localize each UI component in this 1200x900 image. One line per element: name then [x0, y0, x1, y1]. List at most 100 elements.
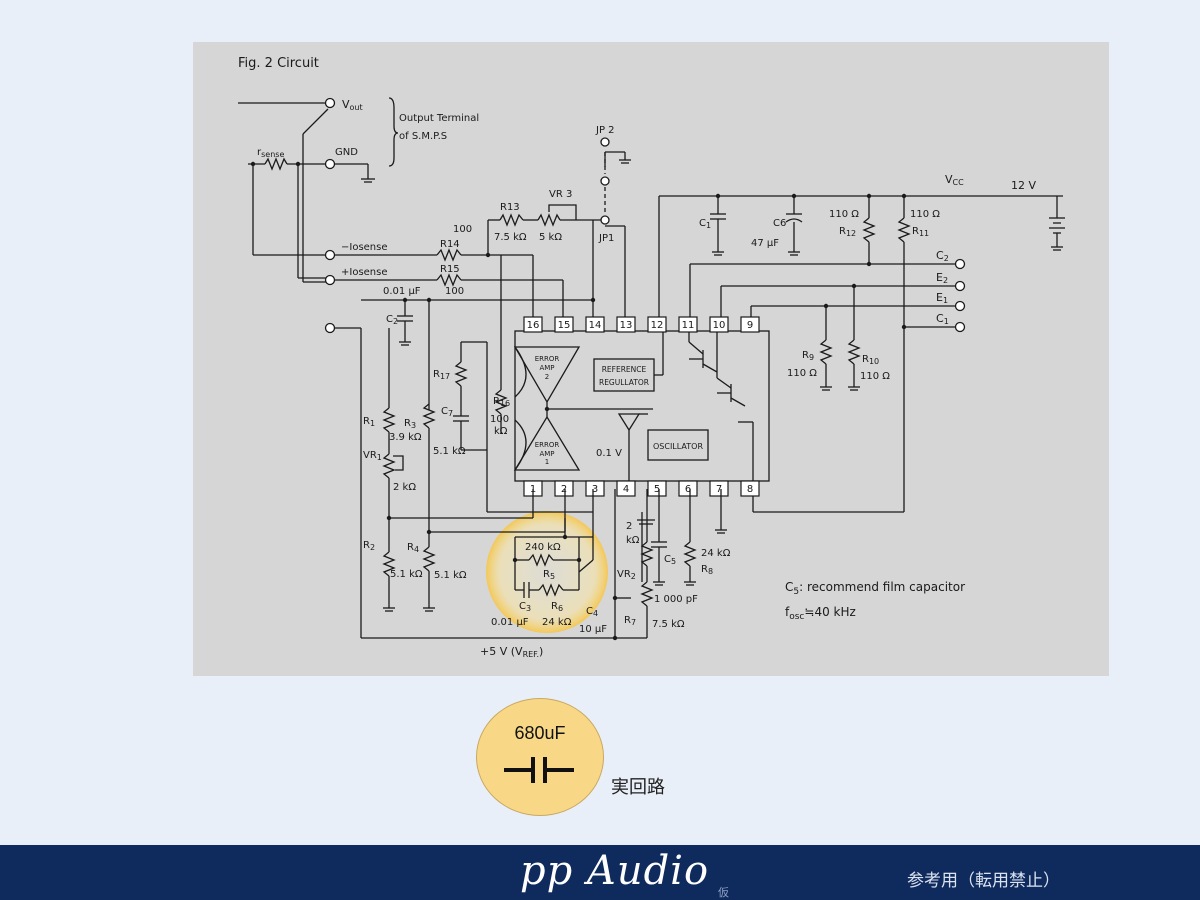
r15-value: 100 [445, 286, 464, 297]
ic-pin-number: 9 [747, 320, 753, 331]
c1-terminal-label: C1 [936, 312, 949, 326]
vr3-value: 5 kΩ [539, 232, 562, 243]
ic-pin-bottom-3 [585, 480, 605, 497]
rsense-label: rsense [257, 147, 284, 159]
ic-pin-number: 7 [716, 484, 722, 495]
r12-value: 110 Ω [829, 209, 859, 220]
footer-bar [0, 845, 1200, 900]
junction-dots [250, 161, 907, 641]
ic-pin-bottom-8 [740, 480, 760, 497]
c-001uf-label: 0.01 μF [383, 286, 421, 297]
reference-regulator-label-2: REGULLATOR [599, 378, 649, 387]
ic-pin-top-14 [585, 316, 605, 333]
oscillator-label: OSCILLATOR [653, 442, 703, 451]
c2-label: C2 [386, 314, 398, 326]
output-terminal-note: Output Terminal [399, 113, 479, 124]
r13-label: R13 [500, 202, 520, 213]
ic-pin-top-10 [709, 316, 729, 333]
figure-title: Fig. 2 Circuit [238, 56, 319, 71]
r8-value: 24 kΩ [701, 548, 731, 559]
r2-label: R2 [363, 540, 375, 552]
c3-value: 0.01 μF [491, 617, 529, 628]
vr1-label: VR1 [363, 450, 382, 462]
lower-wires [382, 255, 727, 639]
badge-capacitance-label: 680uF [514, 723, 566, 743]
ic-pin-number: 6 [685, 484, 691, 495]
plus-iosense-label: +Iosense [341, 267, 388, 278]
reference-note: 参考用（転用禁止） [907, 871, 1060, 891]
r16-label: R16 [493, 396, 510, 408]
ic-pin-number: 11 [682, 320, 695, 331]
r12-label: R12 [839, 226, 856, 238]
gnd-label: GND [335, 147, 358, 158]
capacitor-badge: 680uF [476, 698, 604, 816]
ic-pin-bottom-6 [678, 480, 698, 497]
ic-pin-number: 10 [713, 320, 726, 331]
r16-value-1: 100 [490, 414, 509, 425]
r240k-label: 240 kΩ [525, 542, 561, 553]
r9-value: 110 Ω [787, 368, 817, 379]
vout-label: Vout [342, 98, 363, 112]
ic-pin-number: 15 [558, 320, 571, 331]
ic-pin-top-11 [678, 316, 698, 333]
e1-terminal-label: E1 [936, 291, 948, 305]
r14-label: R14 [440, 239, 460, 250]
c1-label: C1 [699, 218, 711, 230]
real-circuit-label: 実回路 [611, 777, 665, 798]
jp1-label: JP1 [598, 233, 614, 244]
r15-label: R15 [440, 264, 460, 275]
ic-pin-top-13 [616, 316, 636, 333]
r4-value: 5.1 kΩ [434, 570, 467, 581]
ic-pin-number: 2 [561, 484, 567, 495]
r7-label: R7 [624, 615, 636, 627]
vref-label: +5 V (VREF.) [480, 645, 543, 659]
r10-value: 110 Ω [860, 371, 890, 382]
c6-label: C6 [773, 218, 786, 229]
ic-pin-number: 3 [592, 484, 598, 495]
wires [238, 97, 1065, 639]
e2-terminal-label: E2 [936, 271, 948, 285]
ic-pin-bottom-5 [647, 480, 667, 497]
r2-value: 5.1 kΩ [390, 569, 423, 580]
ic-pin-top-12 [647, 316, 667, 333]
v01-label: 0.1 V [596, 448, 622, 459]
minus-iosense-label: −Iosense [341, 242, 388, 253]
r1-label: R1 [363, 416, 375, 428]
ic-pin-top-9 [740, 316, 760, 333]
r17-label: R17 [433, 369, 450, 381]
r4-label: R4 [407, 542, 419, 554]
r14-value: 100 [453, 224, 472, 235]
vcc-label: VCC [945, 173, 964, 187]
highlight-circle [486, 511, 608, 633]
r8-label: R8 [701, 564, 713, 576]
r7-value: 7.5 kΩ [652, 619, 685, 630]
output-terminal-note-2: of S.M.P.S [399, 131, 447, 142]
ic-pin-number: 16 [527, 320, 540, 331]
ic-pin-number: 12 [651, 320, 664, 331]
error-amp1-number: 1 [545, 458, 549, 466]
fosc-note: fosc≒40 kHz [785, 605, 856, 622]
error-amp2-number: 2 [545, 373, 549, 381]
brand-mark: 仮 [718, 886, 729, 899]
r16-value-2: kΩ [494, 426, 508, 437]
r5-label: R5 [543, 569, 555, 581]
error-amp1-label-2: AMP [539, 450, 554, 458]
vr1-value: 2 kΩ [393, 482, 416, 493]
r3-value: 5.1 kΩ [433, 446, 466, 457]
ic-pin-number: 8 [747, 484, 753, 495]
ic-pin-top-15 [554, 316, 574, 333]
terminal-circles [324, 97, 966, 334]
c4-label: C4 [586, 606, 598, 618]
reference-regulator-label: REFERENCE [602, 365, 647, 374]
c5-label: C5 [664, 554, 676, 566]
r11-value: 110 Ω [910, 209, 940, 220]
r1-value: 3.9 kΩ [389, 432, 422, 443]
r13-value: 7.5 kΩ [494, 232, 527, 243]
r10-label: R10 [862, 354, 879, 366]
c5-note: C5: recommend film capacitor [785, 580, 965, 597]
c3-label: C3 [519, 601, 531, 613]
